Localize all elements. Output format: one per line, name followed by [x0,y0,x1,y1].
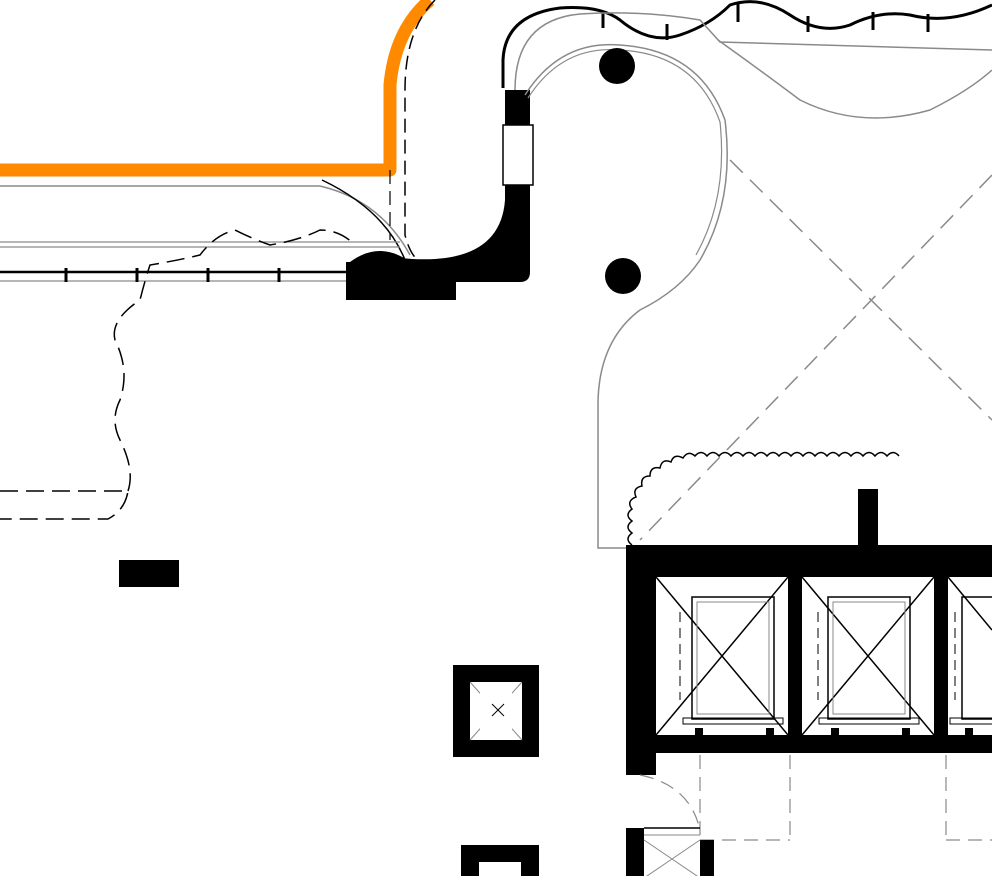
dashed-curve [404,0,436,263]
square-column [461,845,539,876]
elevator-core-walls [626,489,992,775]
open-to-below-cross [639,159,992,541]
left-wall-lines [0,179,411,282]
square-column [453,665,539,757]
dashed-guides [639,755,992,841]
wall-fragment [119,560,179,587]
wavy-dashed-line [0,229,356,520]
curved-inner-boundary [514,12,992,91]
revision-cloud-bottom [627,451,900,546]
round-column [605,258,641,294]
round-column [599,48,635,84]
bottom-door [626,827,714,876]
orange-boundary [0,0,435,177]
wall-junction [346,90,534,300]
elevator-car [947,576,992,750]
wall-ticks [601,4,930,40]
curved-wall-top [501,0,992,88]
elevator-car [655,576,789,750]
elevator-car [801,576,935,750]
